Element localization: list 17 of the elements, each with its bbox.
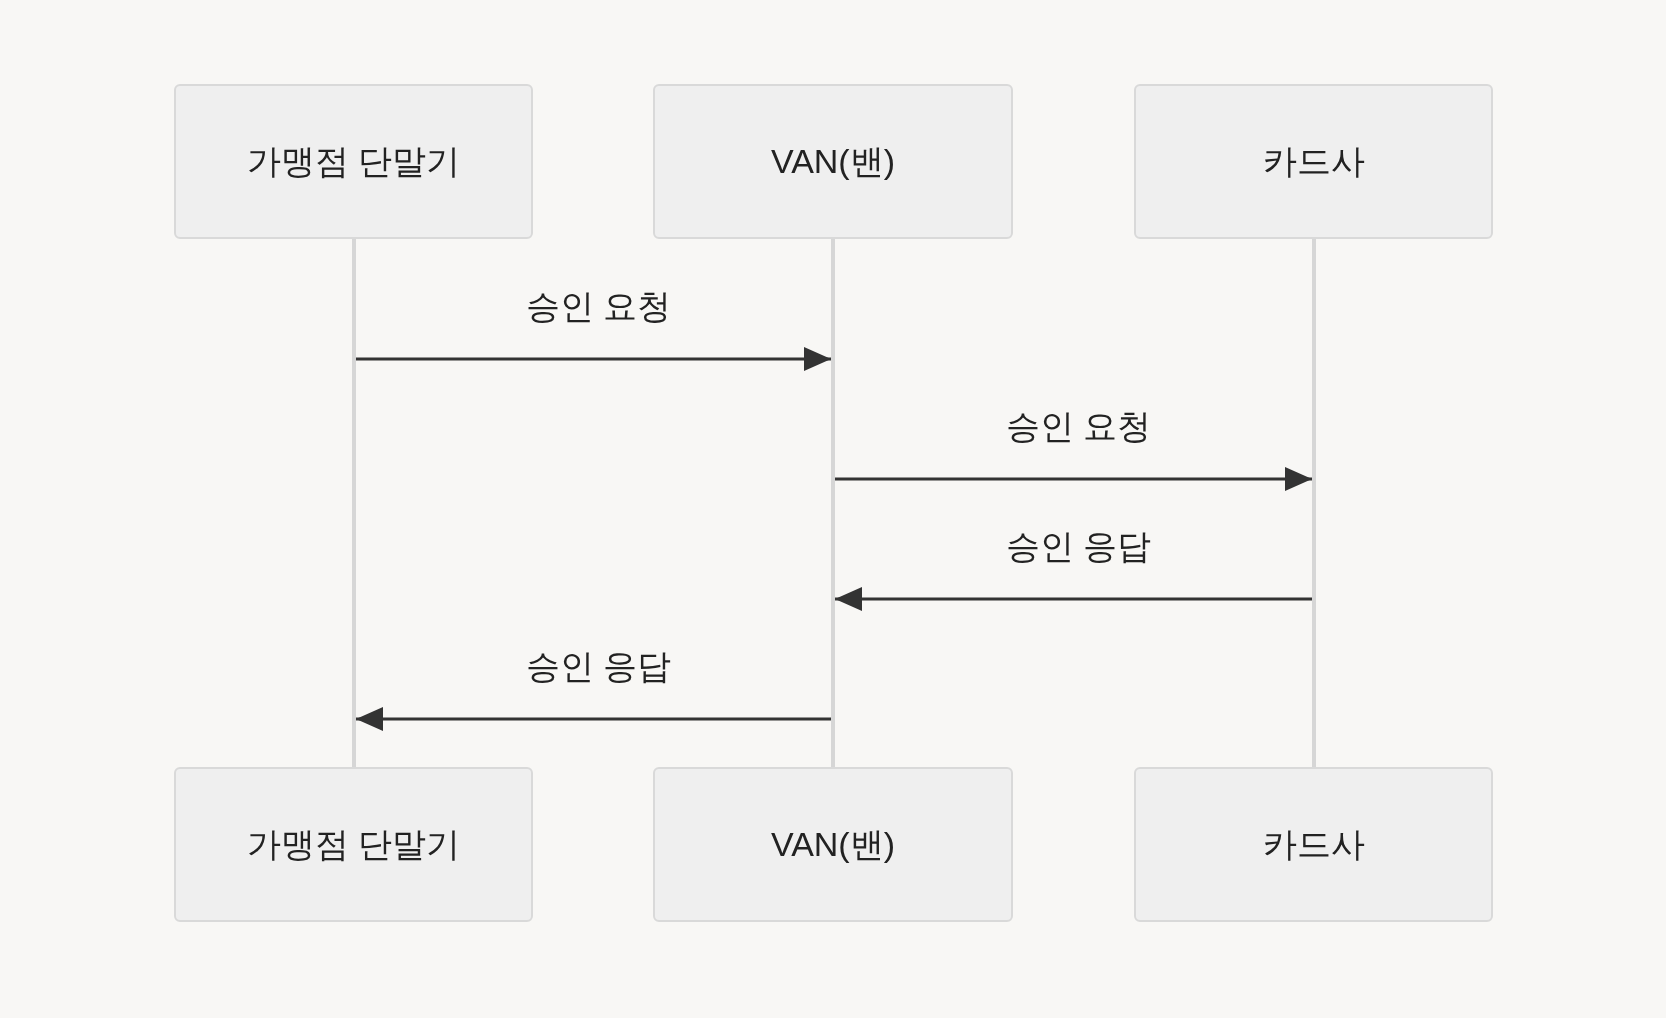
edge-label: 승인 응답 (1005, 529, 1152, 563)
edge-label: 승인 요청 (1005, 409, 1152, 443)
participant-box: VAN(밴) (653, 84, 1013, 239)
message-arrow (835, 467, 1312, 491)
participant-box: 카드사 (1134, 84, 1493, 239)
lifeline (1312, 239, 1316, 767)
edge-label: 승인 응답 (525, 649, 672, 683)
lifeline (352, 239, 356, 767)
participant-box: VAN(밴) (653, 767, 1013, 922)
participant-box: 카드사 (1134, 767, 1493, 922)
lifeline (831, 239, 835, 767)
message-arrow (356, 347, 831, 371)
message-arrow (356, 707, 831, 731)
message-arrow (835, 587, 1312, 611)
edge-label: 승인 요청 (525, 289, 672, 323)
participant-box: 가맹점 단말기 (174, 84, 533, 239)
participant-box: 가맹점 단말기 (174, 767, 533, 922)
